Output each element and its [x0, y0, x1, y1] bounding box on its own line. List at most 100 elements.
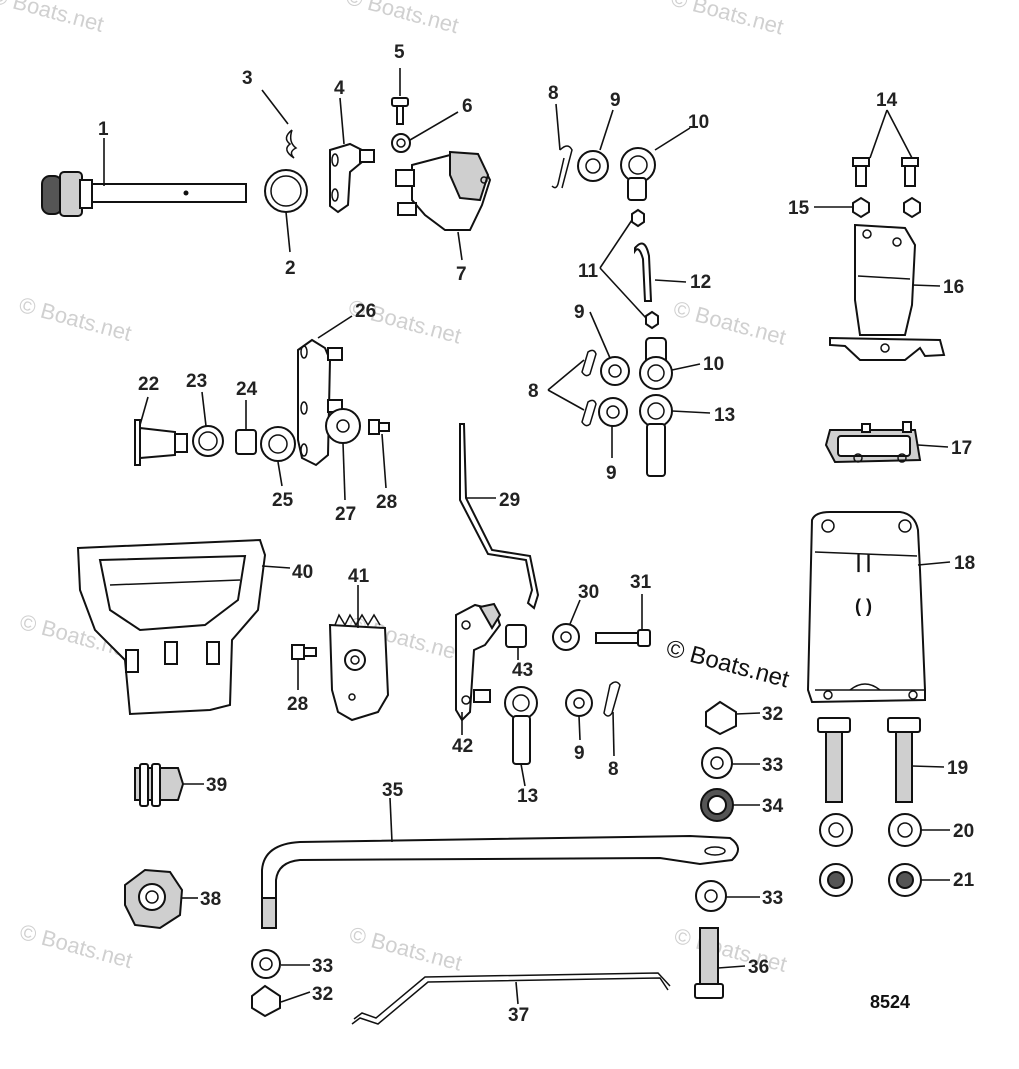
callout-8-top: 8 — [548, 83, 559, 104]
callout-39: 39 — [206, 775, 227, 796]
part-32-nut-b — [705, 700, 737, 736]
callout-38: 38 — [200, 889, 221, 910]
callout-22: 22 — [138, 374, 159, 395]
part-26-lever-plate — [297, 338, 343, 467]
callout-7: 7 — [456, 264, 467, 285]
part-8-pin-top — [551, 145, 573, 189]
callout-13-low: 13 — [517, 786, 538, 807]
part-23-ring — [192, 425, 224, 457]
callout-32-left: 32 — [312, 984, 333, 1005]
callout-15: 15 — [788, 198, 810, 219]
part-39-grommet — [134, 763, 185, 807]
part-2-ring — [264, 169, 308, 213]
callout-33-right: 33 — [762, 755, 783, 776]
bracket-mark: ( ) — [855, 596, 872, 616]
part-12-link-rod — [634, 242, 653, 302]
watermark: © Boats.net — [668, 0, 786, 39]
part-1-knob-shaft — [41, 171, 247, 217]
part-8-pin-mid-a — [581, 349, 597, 377]
part-42-lever — [455, 602, 502, 722]
callout-1: 1 — [98, 119, 109, 140]
part-29-rod — [459, 423, 540, 610]
part-10-ball-joint-mid — [639, 337, 673, 390]
part-37-rod — [351, 977, 669, 1025]
part-11-nut-bottom — [645, 310, 659, 330]
part-3-clip — [285, 129, 298, 159]
callout-35: 35 — [382, 780, 404, 801]
part-24-sleeve — [235, 429, 257, 455]
part-21-bushing-a — [819, 863, 853, 897]
callout-9-mid-a: 9 — [574, 302, 585, 323]
part-28-screw-b — [291, 644, 317, 660]
callout-10-top: 10 — [688, 112, 709, 133]
part-18-bracket: | | ( ) — [806, 511, 926, 704]
part-35-rod-eye — [704, 846, 726, 856]
part-9-washer-low — [565, 689, 593, 717]
callout-8-low: 8 — [608, 759, 619, 780]
callout-26: 26 — [355, 301, 376, 322]
part-41-bracket — [328, 613, 390, 722]
callout-labels: 1 2 3 4 5 6 7 8 9 10 11 12 14 15 16 17 1… — [98, 42, 975, 1026]
callout-16: 16 — [943, 277, 964, 298]
callout-14: 14 — [876, 90, 898, 111]
part-5-screw — [391, 97, 409, 125]
callout-12: 12 — [690, 272, 711, 293]
watermark: © Boats.net — [671, 296, 789, 350]
part-16-bracket — [829, 223, 946, 361]
leader-lines — [103, 68, 951, 1005]
callout-31: 31 — [630, 572, 652, 593]
part-9-washer-mid-b — [598, 397, 628, 427]
callout-23: 23 — [186, 371, 207, 392]
brand-label: © Boats.net — [663, 635, 792, 694]
part-22-bushing — [134, 419, 188, 466]
part-35-shift-rod — [261, 834, 739, 906]
part-11-nut-top — [631, 208, 645, 228]
callout-25: 25 — [272, 490, 294, 511]
callout-29: 29 — [499, 490, 520, 511]
callout-28-low: 28 — [287, 694, 308, 715]
watermark: © Boats.net — [347, 922, 465, 976]
callout-42: 42 — [452, 736, 473, 757]
callout-30: 30 — [578, 582, 599, 603]
callout-34: 34 — [762, 796, 784, 817]
callout-27: 27 — [335, 504, 356, 525]
callout-9-top: 9 — [610, 90, 621, 111]
watermark: © Boats.net — [17, 919, 135, 973]
part-21-bushing-b — [888, 863, 922, 897]
callout-18: 18 — [954, 553, 975, 574]
bracket-mark: | | — [856, 552, 871, 572]
callout-28-top: 28 — [376, 492, 397, 513]
callout-9-mid-b: 9 — [606, 463, 617, 484]
part-28-screw-a — [368, 419, 390, 435]
callout-19: 19 — [947, 758, 968, 779]
callout-3: 3 — [242, 68, 253, 89]
callout-40: 40 — [292, 562, 313, 583]
part-43-sleeve — [505, 624, 527, 648]
callout-9-low: 9 — [574, 743, 585, 764]
part-30-washer — [552, 623, 580, 651]
part-9-washer-top — [577, 150, 609, 182]
diagram-number: 8524 — [870, 992, 910, 1012]
callout-2: 2 — [285, 258, 296, 279]
part-14-bolt-b — [901, 157, 919, 187]
part-8-pin-mid-b — [581, 399, 597, 427]
part-33-washer-a — [251, 949, 281, 979]
callout-4: 4 — [334, 78, 345, 99]
part-33-washer-b — [695, 880, 727, 912]
part-40-handle — [76, 538, 267, 716]
callout-8-mid: 8 — [528, 381, 539, 402]
callout-33-lower: 33 — [762, 888, 783, 909]
part-15-nut-b — [903, 196, 921, 219]
callout-36: 36 — [748, 957, 769, 978]
callout-13-mid: 13 — [714, 405, 735, 426]
part-19-bolt-a — [817, 717, 851, 803]
callout-21: 21 — [953, 870, 975, 891]
part-19-bolt-b — [887, 717, 921, 803]
part-17-plate — [824, 421, 922, 464]
part-37-rod-outline — [353, 972, 671, 1020]
callout-33-left: 33 — [312, 956, 333, 977]
part-38-fitting — [124, 868, 184, 930]
callout-43: 43 — [512, 660, 533, 681]
part-34-bushing — [700, 788, 734, 822]
